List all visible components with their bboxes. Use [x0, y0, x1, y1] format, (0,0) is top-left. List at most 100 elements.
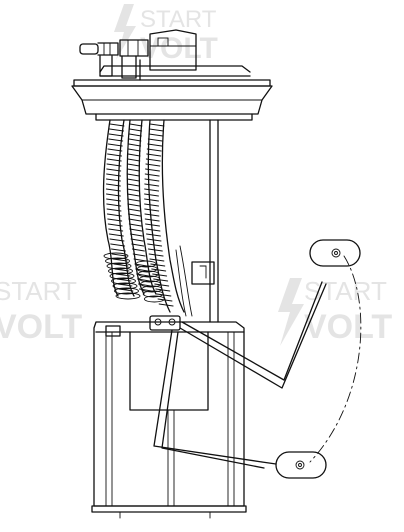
hose-rib	[155, 288, 171, 292]
hose-rib	[127, 208, 141, 212]
hose-rib	[145, 158, 161, 162]
hose-rib	[144, 198, 159, 202]
hose-rib	[126, 193, 140, 197]
hose-rib	[106, 203, 122, 207]
hose-rib	[110, 243, 126, 247]
hose-coil-loop	[140, 280, 162, 288]
hose-rib	[130, 238, 144, 242]
hose-ribs	[103, 123, 174, 307]
hose-rib	[105, 193, 121, 197]
hose-rib	[138, 288, 152, 292]
float-arm-upper	[179, 281, 327, 389]
hose-coil-loop	[141, 285, 163, 293]
pump-reservoir	[91, 315, 247, 519]
hose-rib	[109, 128, 125, 132]
hose-rib	[144, 188, 160, 192]
hose-rib	[151, 268, 167, 272]
hose-rib	[105, 178, 121, 182]
float-upper	[309, 239, 361, 267]
hose-coil-loop	[112, 282, 138, 290]
hose-rib	[145, 168, 160, 172]
hose-rib	[108, 138, 124, 142]
wire-bundle	[175, 249, 187, 317]
watermark-top: START VOLT	[114, 4, 218, 65]
hose-rib	[144, 178, 160, 182]
hose-rib	[150, 263, 166, 267]
hose-coil-loop	[139, 275, 161, 283]
hose-coil-loop	[108, 267, 133, 275]
hose-rib	[144, 173, 160, 177]
hose-rib	[147, 243, 163, 247]
watermark-right: START VOLT	[278, 276, 392, 346]
hose-rib	[147, 248, 163, 252]
hose-rib	[106, 198, 121, 202]
hose-rib	[144, 213, 160, 217]
hose-coil-loop	[115, 292, 141, 300]
hose-rib	[146, 148, 162, 152]
hose-coil-loop	[103, 252, 129, 260]
hose-rib	[145, 228, 161, 232]
hose-rib	[106, 163, 122, 167]
hose-rib	[144, 208, 160, 212]
hose-rib	[153, 278, 169, 282]
level-sender-bracket	[191, 261, 215, 285]
hose-rib	[144, 218, 160, 222]
hose-rib	[108, 233, 124, 237]
hose-rib	[132, 253, 146, 257]
hose-rib	[126, 188, 140, 192]
hose-coil-loop	[137, 270, 159, 278]
hose-rib	[106, 213, 122, 217]
hose-rib	[128, 138, 142, 142]
hose-coil-loop	[105, 257, 130, 265]
watermark-line1: START	[0, 276, 77, 306]
hose-coil-loop	[136, 265, 158, 273]
hose-rib	[126, 178, 140, 182]
hose-rib	[106, 208, 122, 212]
hose-rib	[158, 303, 174, 307]
float-travel-arc	[309, 255, 362, 463]
hose-rib	[157, 298, 173, 302]
watermark-line2: VOLT	[304, 308, 392, 346]
hose-rib	[148, 133, 164, 137]
float-arm-lower	[153, 329, 277, 469]
hose-rib	[128, 133, 142, 137]
hose-rib	[127, 203, 141, 207]
hose-rib	[128, 218, 142, 222]
hose-rib	[106, 173, 122, 177]
watermark-line2: VOLT	[0, 308, 82, 346]
hose-rib	[127, 198, 141, 202]
hose-rib	[107, 153, 123, 157]
hose-rib	[147, 143, 163, 147]
hose-rib	[129, 128, 143, 132]
hose-rib	[148, 128, 164, 132]
top-connector	[79, 29, 251, 81]
hose-rib	[129, 228, 143, 232]
hose-rib	[109, 123, 125, 127]
hose-rib	[131, 248, 145, 252]
hose-rib	[144, 203, 160, 207]
hose-rib	[107, 148, 123, 152]
hose-rib	[144, 193, 159, 197]
hose-rib	[107, 223, 123, 227]
hose-rib	[127, 148, 141, 152]
lightning-bolt-icon	[114, 4, 136, 60]
hose-rib	[146, 238, 162, 242]
hose-rib	[111, 253, 127, 257]
hose-rib	[108, 133, 124, 137]
hose-coil-loop	[114, 287, 139, 295]
hose-rib	[110, 248, 126, 252]
hose-rib	[144, 183, 160, 187]
hose-coil-loop	[135, 260, 157, 268]
hose-coil-loop	[109, 272, 135, 280]
lightning-bolt-icon	[278, 278, 304, 346]
hose-rib	[128, 143, 142, 147]
hose-rib	[127, 158, 141, 162]
hose-rib	[156, 293, 172, 297]
hose-coil-loop	[143, 295, 165, 303]
hose-rib	[106, 158, 122, 162]
hose-rib	[106, 168, 122, 172]
watermark-line2: VOLT	[140, 32, 218, 65]
hose-rib	[147, 138, 163, 142]
hose-rib	[127, 168, 140, 172]
